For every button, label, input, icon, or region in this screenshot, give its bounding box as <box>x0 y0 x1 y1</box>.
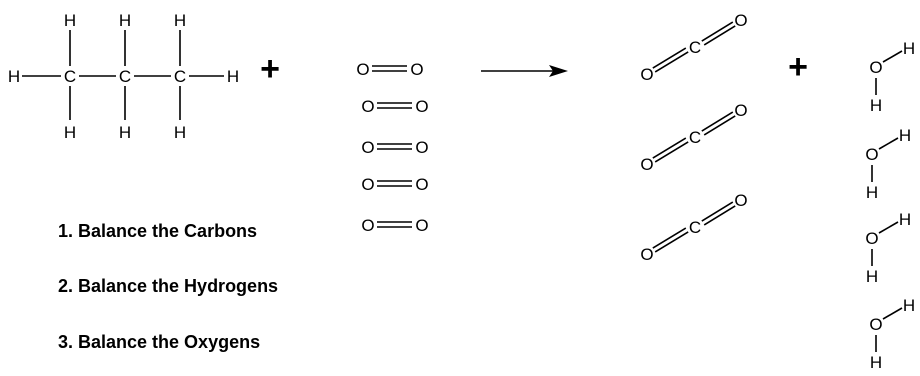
carbon-dioxide-molecule: O C O <box>640 11 747 84</box>
co2-double-bond-line <box>703 115 736 136</box>
co2-atom-c: C <box>689 38 701 57</box>
o2-atom-o-left: O <box>356 60 369 79</box>
h2o-bond-o-h-top <box>882 307 903 320</box>
co2-atom-o-left: O <box>640 65 653 84</box>
propane-atom-h-left: H <box>8 67 20 86</box>
reaction-arrow <box>481 65 568 77</box>
co2-double-bond-line <box>701 111 734 132</box>
water-molecule: OHH <box>869 39 915 115</box>
propane-atom-h-bottom-2: H <box>119 123 131 142</box>
carbon-dioxide-molecule: O C O <box>640 191 747 264</box>
h2o-atom-h-bottom: H <box>870 96 882 115</box>
propane-atom-h-top-1: H <box>64 11 76 30</box>
o2-atom-o-right: O <box>415 216 428 235</box>
o2-atom-o-right: O <box>415 175 428 194</box>
o2-atom-o-left: O <box>361 138 374 157</box>
co2-double-bond-line <box>652 227 687 249</box>
reaction-arrow-head <box>549 65 568 77</box>
propane-atom-c3: C <box>174 67 186 86</box>
co2-atom-o-left: O <box>640 155 653 174</box>
co2-double-bond-line <box>701 21 734 42</box>
h2o-bond-o-h-top <box>878 221 899 234</box>
h2o-atom-h-top: H <box>899 126 911 145</box>
h2o-atom-h-bottom: H <box>866 267 878 286</box>
co2-atom-o-right: O <box>734 101 747 120</box>
h2o-atom-h-top: H <box>903 39 915 58</box>
plus-sign-reactants: + <box>260 50 280 88</box>
propane-molecule: H C C C H H H H H H H <box>8 11 239 142</box>
co2-atom-c: C <box>689 218 701 237</box>
co2-atom-c: C <box>689 128 701 147</box>
step-balance-oxygens: 3. Balance the Oxygens <box>58 332 260 352</box>
co2-double-bond-line <box>654 231 689 253</box>
o2-atom-o-left: O <box>361 97 374 116</box>
co2-double-bond-line <box>654 141 689 163</box>
step-balance-carbons: 1. Balance the Carbons <box>58 221 257 241</box>
propane-atom-h-bottom-1: H <box>64 123 76 142</box>
h2o-atom-h-top: H <box>899 210 911 229</box>
o2-atom-o-right: O <box>410 60 423 79</box>
h2o-atom-h-bottom: H <box>866 183 878 202</box>
h2o-atom-o: O <box>869 315 882 334</box>
co2-double-bond-line <box>701 201 734 222</box>
o2-atom-o-left: O <box>361 216 374 235</box>
water-molecule: OHH <box>865 210 911 286</box>
co2-double-bond-line <box>652 137 687 159</box>
o2-atom-o-right: O <box>415 138 428 157</box>
co2-double-bond-line <box>703 205 736 226</box>
water-molecule: OHH <box>869 296 915 372</box>
h2o-atom-h-bottom: H <box>870 353 882 372</box>
co2-atom-o-right: O <box>734 11 747 30</box>
h2o-atom-o: O <box>869 58 882 77</box>
h2o-bond-o-h-top <box>878 137 899 150</box>
balancing-steps: 1. Balance the Carbons 2. Balance the Hy… <box>58 221 278 352</box>
plus-sign-products: + <box>788 48 808 86</box>
co2-double-bond-line <box>703 25 736 46</box>
propane-atom-h-top-3: H <box>174 11 186 30</box>
h2o-bond-o-h-top <box>882 50 903 63</box>
o2-atom-o-right: O <box>415 97 428 116</box>
carbon-dioxide-molecule: O C O <box>640 101 747 174</box>
propane-atom-h-top-2: H <box>119 11 131 30</box>
step-balance-hydrogens: 2. Balance the Hydrogens <box>58 276 278 296</box>
h2o-atom-o: O <box>865 229 878 248</box>
propane-atom-c2: C <box>119 67 131 86</box>
o2-atom-o-left: O <box>361 175 374 194</box>
propane-atom-h-bottom-3: H <box>174 123 186 142</box>
propane-atom-c1: C <box>64 67 76 86</box>
water-molecule: OHH <box>865 126 911 202</box>
co2-atom-o-right: O <box>734 191 747 210</box>
co2-atom-o-left: O <box>640 245 653 264</box>
h2o-atom-h-top: H <box>903 296 915 315</box>
co2-double-bond-line <box>652 47 687 69</box>
co2-double-bond-line <box>654 51 689 73</box>
carbon-dioxide-molecules: O C O O C O O C O <box>640 11 747 264</box>
propane-atom-h-right: H <box>227 67 239 86</box>
h2o-atom-o: O <box>865 145 878 164</box>
